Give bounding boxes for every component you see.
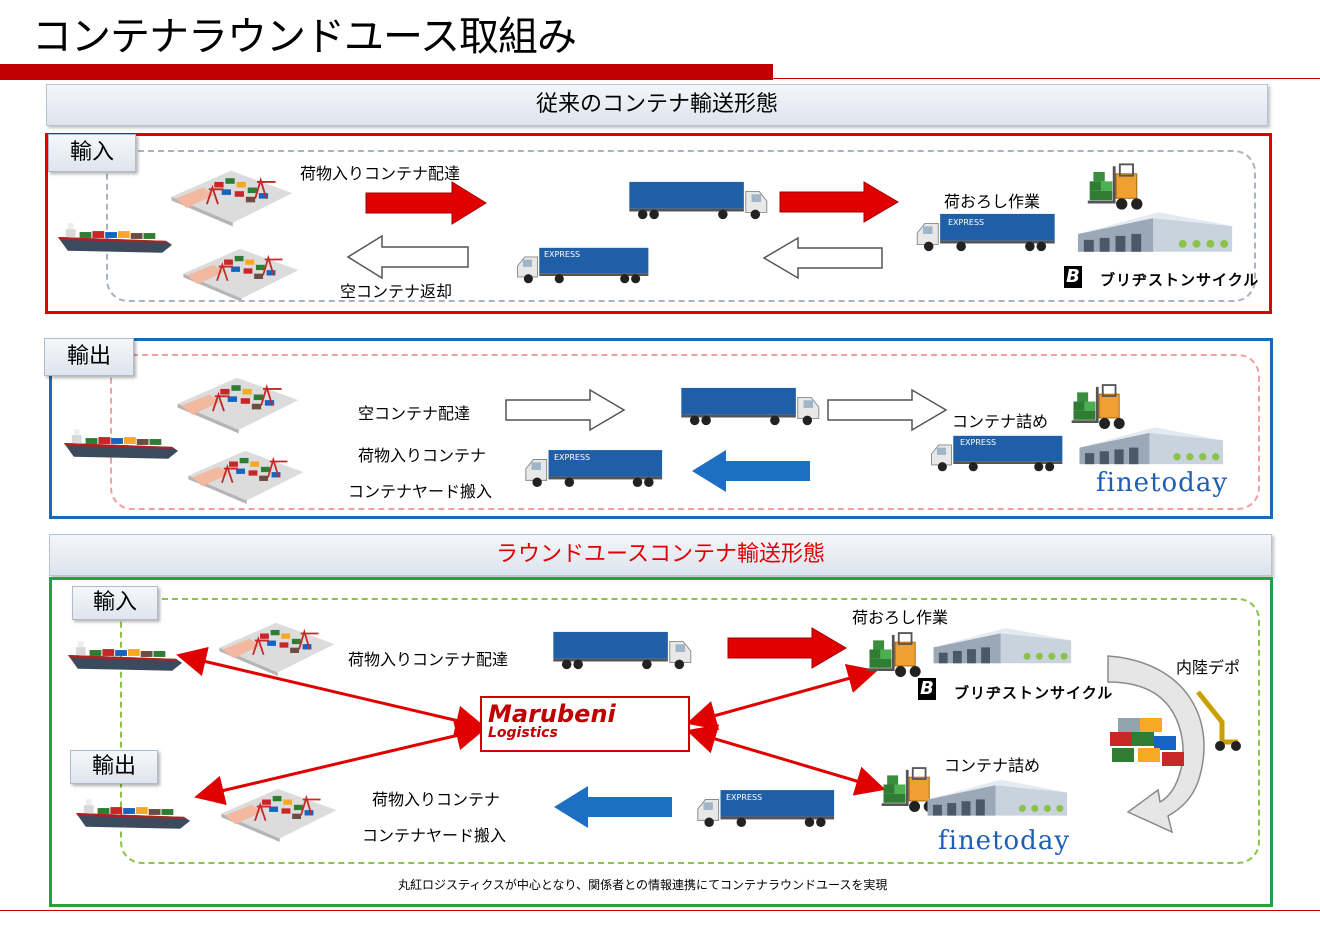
label-stuffing: コンテナ詰め bbox=[944, 756, 1041, 775]
warehouse-icon bbox=[924, 772, 1076, 818]
label-empty-return: 空コンテナ返却 bbox=[340, 282, 453, 301]
label-inland-depot: 内陸デポ bbox=[1176, 658, 1241, 677]
arrow-left-white-icon bbox=[346, 234, 469, 280]
warehouse-icon bbox=[930, 620, 1080, 666]
ship-icon bbox=[66, 632, 184, 674]
truck-express-text: EXPRESS bbox=[948, 218, 985, 227]
round-use-heading: ラウンドユースコンテナ輸送形態 bbox=[49, 534, 1272, 576]
logo-line1: Marubeni bbox=[488, 700, 616, 728]
arrow-right-white-icon bbox=[827, 388, 948, 432]
truck-express-text: EXPRESS bbox=[554, 453, 591, 462]
company-bridgestone-cycle: ブリヂストンサイクル bbox=[1100, 271, 1260, 289]
title-underline-bar bbox=[0, 64, 773, 80]
label-loaded-delivery: 荷物入りコンテナ配達 bbox=[300, 164, 461, 183]
label-empty-delivery: 空コンテナ配達 bbox=[358, 404, 471, 423]
round-import-tag: 輸入 bbox=[72, 586, 158, 620]
label-loaded-container: 荷物入りコンテナ bbox=[358, 446, 487, 465]
arrow-right-red-icon bbox=[779, 181, 899, 223]
conventional-import-dashed-area bbox=[106, 150, 1256, 302]
label-stuffing: コンテナ詰め bbox=[952, 412, 1049, 431]
conventional-heading: 従来のコンテナ輸送形態 bbox=[46, 84, 1268, 126]
port-icon bbox=[214, 780, 342, 842]
truck-express-text: EXPRESS bbox=[960, 438, 997, 447]
label-loaded-container: 荷物入りコンテナ bbox=[372, 790, 501, 809]
label-unloading: 荷おろし作業 bbox=[944, 192, 1041, 211]
marubeni-logistics-logo: Marubeni Logistics bbox=[480, 696, 690, 752]
company-finetoday: finetoday bbox=[938, 826, 1071, 856]
truck-icon bbox=[694, 788, 836, 830]
arrow-left-white-icon bbox=[762, 236, 883, 280]
company-finetoday: finetoday bbox=[1096, 468, 1229, 498]
export-tag: 輸出 bbox=[44, 338, 134, 376]
truck-icon bbox=[550, 630, 696, 672]
depot-cycle-arrow-icon bbox=[1107, 655, 1241, 834]
label-unloading: 荷おろし作業 bbox=[852, 608, 949, 627]
arrow-left-blue-icon bbox=[554, 786, 672, 828]
company-bridgestone-cycle: ブリヂストンサイクル bbox=[954, 684, 1114, 702]
footer-line bbox=[0, 910, 1320, 911]
label-loaded-delivery: 荷物入りコンテナ配達 bbox=[348, 650, 509, 669]
label-container-yard-entry: コンテナヤード搬入 bbox=[348, 482, 493, 501]
forklift-icon bbox=[864, 628, 928, 682]
round-use-panel bbox=[49, 577, 1273, 907]
page-title: コンテナラウンドユース取組み bbox=[32, 14, 577, 60]
arrow-right-red-icon bbox=[727, 627, 847, 669]
port-icon bbox=[210, 614, 342, 676]
conventional-export-dashed-area bbox=[110, 354, 1260, 510]
ship-icon bbox=[74, 790, 192, 832]
round-use-dashed-area bbox=[120, 598, 1260, 864]
round-export-tag: 輸出 bbox=[70, 750, 158, 784]
truck-express-text: EXPRESS bbox=[544, 250, 581, 259]
bridgestone-logo-mark: B bbox=[1064, 266, 1082, 288]
logo-line2: Logistics bbox=[488, 725, 558, 741]
conventional-export-panel bbox=[49, 338, 1273, 519]
arrow-right-white-icon bbox=[505, 388, 626, 432]
label-container-yard-entry: コンテナヤード搬入 bbox=[362, 826, 507, 845]
conventional-import-panel bbox=[45, 133, 1272, 314]
bridgestone-logo-mark: B bbox=[918, 678, 936, 700]
round-use-caption: 丸紅ロジスティクスが中心となり、関係者との情報連携にてコンテナラウンドユースを実… bbox=[398, 878, 888, 892]
arrow-left-blue-icon bbox=[692, 450, 810, 492]
arrow-right-red-icon bbox=[365, 181, 487, 225]
title-underline-thin bbox=[773, 78, 1320, 79]
import-tag: 輸入 bbox=[48, 134, 136, 172]
truck-express-text: EXPRESS bbox=[726, 793, 763, 802]
